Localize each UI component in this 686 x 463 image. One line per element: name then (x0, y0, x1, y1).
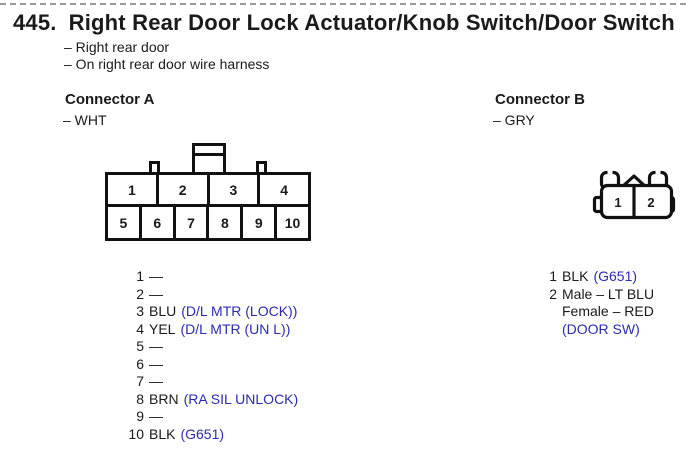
pin-number: 2 (549, 285, 557, 302)
pin-number: 6 (136, 355, 144, 372)
pin-wire-color: Male – LT BLU (562, 285, 655, 302)
connector-a-lock-tab (192, 143, 226, 172)
connector-a-rib-left (149, 161, 160, 172)
location-note: – Right rear door (64, 39, 170, 55)
location-note: – On right rear door wire harness (64, 56, 270, 72)
pin-wire-color: — (149, 408, 163, 424)
pin-wire-color: Female – RED (562, 303, 654, 319)
cavity-b1: 1 (614, 195, 621, 210)
pin-row-a8: 8 BRN (RA SIL UNLOCK) (118, 391, 298, 409)
connector-a-heading: Connector A (65, 91, 155, 108)
pin-row-a10: 10 BLK (G651) (118, 426, 298, 444)
pin-row-a2: 2 — (118, 286, 298, 304)
pin-wire-color: — (149, 285, 163, 302)
connector-b-shell (599, 183, 674, 220)
cavity-10: 10 (277, 207, 308, 238)
connector-b-ear-slot-right (655, 170, 661, 177)
pin-number: 7 (136, 373, 144, 389)
connector-a-diagram: 1 2 3 4 5 6 7 8 9 10 (105, 143, 311, 241)
pin-row-b2: 2 Male – LT BLU (541, 286, 654, 304)
pin-signal: (D/L MTR (LOCK)) (181, 303, 298, 319)
cavity-9: 9 (243, 207, 278, 238)
pin-number (541, 321, 557, 339)
pin-signal: (RA SIL UNLOCK) (183, 390, 299, 407)
pin-number: 9 (136, 408, 144, 424)
section-title: 445. Right Rear Door Lock Actuator/Knob … (13, 10, 675, 36)
pin-row-a1: 1 — (118, 268, 298, 286)
connector-b-pin-list: 1 BLK (G651) 2 Male – LT BLU Female – RE… (541, 268, 654, 338)
pin-number: 8 (136, 390, 144, 407)
connector-a-cavity-row-top: 1 2 3 4 (108, 175, 308, 207)
cavity-8: 8 (209, 207, 244, 238)
pin-wire-color: — (149, 338, 163, 354)
cavity-1: 1 (108, 175, 159, 204)
pin-number: 10 (128, 425, 144, 442)
pin-row-a3: 3 BLU (D/L MTR (LOCK)) (118, 303, 298, 321)
section-title-text: Right Rear Door Lock Actuator/Knob Switc… (68, 10, 675, 35)
pin-number: 3 (136, 303, 144, 319)
pin-signal: (G651) (593, 268, 638, 284)
connector-b-color-label: – GRY (493, 112, 535, 128)
pin-wire-color: BRN (149, 390, 179, 407)
pin-row-b2-cont: Female – RED (541, 303, 654, 321)
connector-b-heading: Connector B (495, 91, 585, 108)
pin-signal: (D/L MTR (UN L)) (180, 320, 291, 337)
pin-number (541, 303, 557, 321)
cavity-5: 5 (108, 207, 142, 238)
section-number: 445. (13, 10, 57, 35)
connector-b-diagram: 1 2 (592, 170, 676, 220)
cavity-6: 6 (141, 207, 176, 238)
pin-number: 1 (549, 268, 557, 284)
cavity-2: 2 (158, 175, 210, 204)
cavity-3: 3 (209, 175, 261, 204)
pin-row-a9: 9 — (118, 408, 298, 426)
pin-row-a5: 5 — (118, 338, 298, 356)
pin-number: 1 (136, 268, 144, 284)
cavity-b2: 2 (647, 195, 654, 210)
pin-signal: (G651) (180, 425, 225, 442)
pin-wire-color: — (149, 355, 163, 372)
pin-wire-color: — (149, 373, 163, 389)
pin-row-a4: 4 YEL (D/L MTR (UN L)) (118, 321, 298, 339)
pin-wire-color: BLK (149, 425, 176, 442)
pin-number: 4 (136, 320, 144, 337)
pin-wire-color: BLU (149, 303, 177, 319)
connector-a-rib-right (256, 161, 267, 172)
connector-a-cavity-row-bottom: 5 6 7 8 9 10 (108, 207, 308, 238)
pin-number: 5 (136, 338, 144, 354)
connector-a-shell: 1 2 3 4 5 6 7 8 9 10 (105, 172, 311, 241)
pin-row-a7: 7 — (118, 373, 298, 391)
pin-row-b1: 1 BLK (G651) (541, 268, 654, 286)
connector-a-color-label: – WHT (63, 112, 107, 128)
location-notes: – Right rear door – On right rear door w… (64, 39, 269, 73)
pin-row-a6: 6 — (118, 356, 298, 374)
pin-wire-color: BLK (562, 268, 589, 284)
connector-a-pin-list: 1 — 2 — 3 BLU (D/L MTR (LOCK)) 4 YEL (D/… (118, 268, 298, 443)
pin-row-b2-signal: (DOOR SW) (541, 321, 654, 339)
pin-number: 2 (136, 285, 144, 302)
cavity-7: 7 (175, 207, 210, 238)
connector-b-ear-slot-left (607, 170, 613, 177)
pin-wire-color: YEL (149, 320, 176, 337)
cavity-4: 4 (260, 175, 308, 204)
page-top-dashed-rule (0, 3, 686, 5)
pin-wire-color: — (149, 268, 163, 284)
pin-signal: (DOOR SW) (562, 320, 640, 337)
connector-a-lock-tab-line (195, 153, 223, 156)
